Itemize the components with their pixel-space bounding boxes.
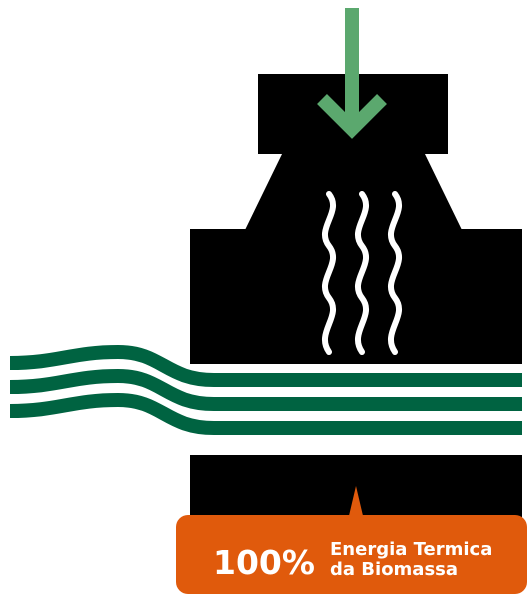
down-arrow-icon [317,8,387,139]
flow-band-1 [9,344,522,387]
heat-wave-2 [354,191,370,355]
label-pointer [348,486,364,520]
label-line-1: Energia Termica [330,539,492,560]
heat-waves-icon [321,191,403,355]
heat-wave-3 [387,191,403,355]
label-line-2: da Biomassa [330,559,458,580]
label-percentage: 100% [213,543,315,582]
machine-body [190,74,522,525]
energy-label: 100% Energia Termica da Biomassa [176,486,527,594]
flow-band-3 [9,392,522,435]
heat-wave-1 [321,191,337,355]
label-background [176,515,527,594]
machine-hopper [245,152,462,230]
flow-bands [9,344,522,435]
flow-band-2 [9,368,522,411]
